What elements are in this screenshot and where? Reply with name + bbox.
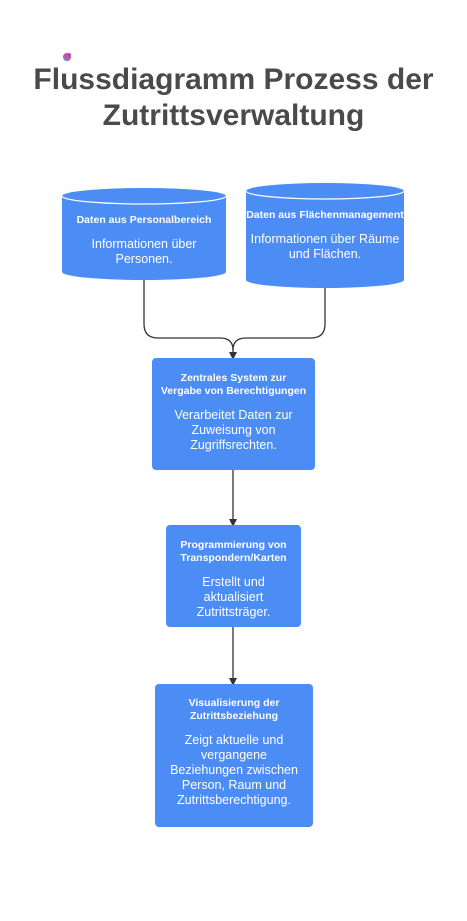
node-programmierung-body: Erstellt und aktualisiert Zutrittsträger…	[196, 575, 271, 619]
node-system: Zentrales System zur Vergabe von Berecht…	[152, 358, 315, 470]
node-personal: Daten aus Personalbereich Informationen …	[62, 214, 226, 267]
node-flaechen-heading: Daten aus Flächenmanagement	[246, 209, 404, 221]
node-flaechen-body: Informationen über Räume und Flächen.	[250, 232, 400, 261]
node-flaechen: Daten aus Flächenmanagement Informatione…	[246, 209, 404, 262]
company-logo	[63, 53, 71, 61]
node-personal-heading: Daten aus Personalbereich	[76, 214, 212, 226]
node-personal-body: Informationen über Personen.	[91, 237, 197, 266]
node-personal-cylinder	[61, 188, 227, 280]
node-visualisierung-body: Zeigt aktuelle und vergangene Beziehunge…	[170, 733, 298, 807]
connector-flaechen-to-system	[232, 288, 326, 351]
node-visualisierung-heading: Visualisierung der Zutrittsbeziehung	[188, 697, 280, 722]
connector-personal-to-system	[143, 280, 237, 360]
node-visualisierung: Visualisierung der Zutrittsbeziehung Zei…	[155, 684, 313, 827]
node-system-heading: Zentrales System zur Vergabe von Berecht…	[160, 372, 307, 397]
node-programmierung-heading: Programmierung von Transpondern/Karten	[180, 539, 287, 564]
page-title: Flussdiagramm Prozess der Zutrittsverwal…	[0, 62, 467, 134]
node-programmierung: Programmierung von Transpondern/Karten E…	[166, 525, 301, 627]
page-title-line-2: Zutrittsverwaltung	[102, 99, 365, 132]
node-system-body: Verarbeitet Daten zur Zuweisung von Zugr…	[174, 408, 293, 452]
node-flaechen-cylinder	[245, 183, 405, 288]
page-title-line-1: Flussdiagramm Prozess der	[33, 63, 434, 96]
